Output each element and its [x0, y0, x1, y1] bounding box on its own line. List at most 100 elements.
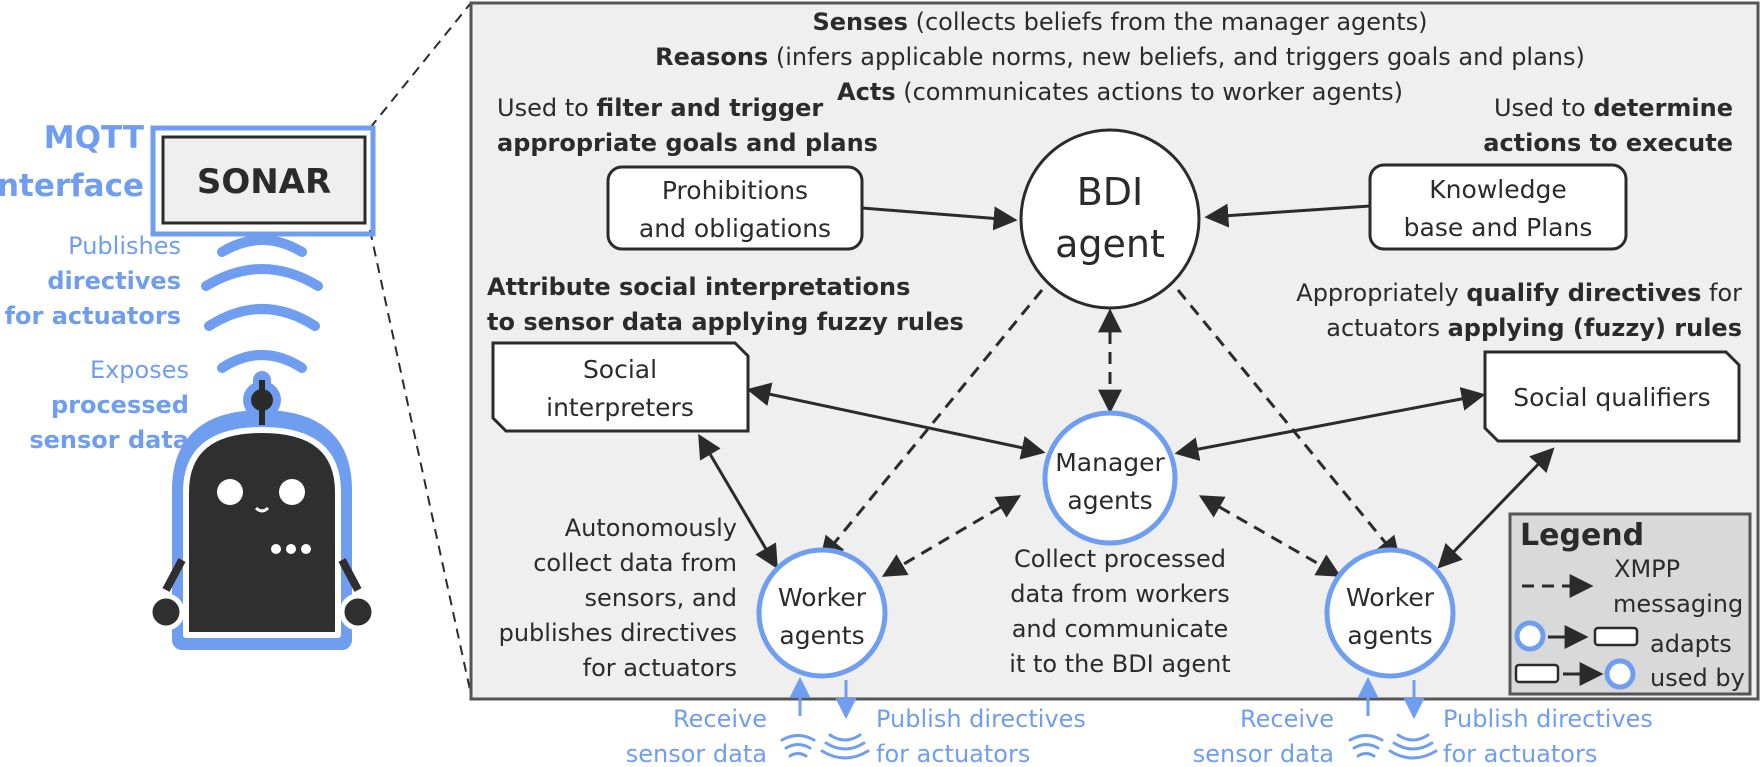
node-worker-agents-right: Worker agents: [1324, 547, 1456, 679]
svg-text:Worker: Worker: [1346, 583, 1435, 612]
node-prohibitions: Prohibitions and obligations: [606, 165, 864, 251]
svg-text:agents: agents: [779, 621, 864, 650]
node-social-interpreters: Social interpreters: [491, 341, 750, 433]
svg-text:and obligations: and obligations: [639, 214, 831, 243]
legend-adapts: adapts: [1650, 630, 1732, 658]
svg-text:agents: agents: [1347, 621, 1432, 650]
svg-text:Collect processed: Collect processed: [1014, 545, 1226, 573]
header-senses-desc: (collects beliefs from the manager agent…: [908, 8, 1428, 36]
legend-xmpp: XMPP: [1614, 555, 1680, 583]
note-qualify: Appropriately qualify directives for act…: [1296, 279, 1742, 342]
svg-text:Social: Social: [583, 355, 657, 384]
edge-qualifiers-worker-right: [1437, 447, 1555, 569]
edge-bdi-worker-left: [819, 289, 1044, 561]
svg-text:actions to execute: actions to execute: [1483, 129, 1733, 157]
edge-knowledge-bdi: [1204, 203, 1371, 228]
edge-interpreters-worker-left: [698, 433, 778, 570]
header-acts-desc: (communicates actions to worker agents): [896, 78, 1403, 106]
svg-text:Autonomously: Autonomously: [565, 514, 737, 542]
zoom-lines: [369, 3, 471, 691]
exposes-label: Exposes processed sensor data: [29, 356, 189, 454]
note-filter: Used to filter and trigger appropriate g…: [497, 94, 878, 157]
svg-text:interpreters: interpreters: [546, 393, 694, 422]
sonar-box: [161, 135, 367, 225]
header-reasons-desc: (infers applicable norms, new beliefs, a…: [768, 43, 1585, 71]
svg-text:Publishes: Publishes: [68, 232, 181, 260]
receive-label: Receive: [673, 705, 767, 733]
svg-text:Reasons (infers applicable nor: Reasons (infers applicable norms, new be…: [655, 43, 1585, 71]
svg-text:directives: directives: [47, 267, 181, 295]
svg-text:Social qualifiers: Social qualifiers: [1513, 383, 1710, 412]
header-text: Senses (collects beliefs from the manage…: [655, 8, 1585, 106]
node-knowledge: Knowledge base and Plans: [1368, 163, 1628, 251]
edge-manager-worker-left: [881, 495, 1022, 577]
edges-dashed: [819, 289, 1401, 577]
publish-label-2: for actuators: [876, 740, 1030, 767]
publish-label: Publish directives: [1443, 705, 1653, 733]
receive-label: Receive: [1240, 705, 1334, 733]
svg-text:actuators applying (fuzzy) rul: actuators applying (fuzzy) rules: [1326, 314, 1742, 342]
receive-label-2: sensor data: [1193, 740, 1334, 767]
node-worker-agents-left: Worker agents: [756, 547, 888, 679]
publish-label-2: for actuators: [1443, 740, 1597, 767]
svg-text:for actuators: for actuators: [5, 302, 181, 330]
publish-label: Publish directives: [876, 705, 1086, 733]
svg-text:for actuators: for actuators: [583, 654, 737, 682]
edge-prohibitions-bdi: [861, 206, 1018, 231]
svg-text:sensor data: sensor data: [29, 426, 189, 454]
svg-text:Acts (communicates actions to: Acts (communicates actions to worker age…: [837, 78, 1403, 106]
wireless-signal-icon: [780, 733, 870, 760]
io-left: Receive sensor data Publish directives f…: [626, 676, 1086, 767]
header-acts: Acts: [837, 78, 896, 106]
note-attribute: Attribute social interpretations to sens…: [487, 273, 964, 336]
receive-label-2: sensor data: [626, 740, 767, 767]
svg-text:Appropriately qualify directiv: Appropriately qualify directives for: [1296, 279, 1742, 307]
edges-solid: [698, 203, 1555, 570]
mqtt-interface-label: MQTT interface: [0, 120, 144, 204]
svg-text:and communicate: and communicate: [1012, 615, 1229, 643]
svg-text:sensors, and: sensors, and: [585, 584, 737, 612]
svg-text:BDI: BDI: [1077, 170, 1144, 214]
svg-text:interface: interface: [0, 168, 144, 204]
svg-text:appropriate goals and plans: appropriate goals and plans: [497, 129, 878, 157]
node-manager-agents: Manager agents: [1042, 410, 1178, 546]
svg-text:Used to filter and trigger: Used to filter and trigger: [497, 94, 823, 122]
edge-manager-worker-right: [1198, 495, 1342, 577]
svg-text:Manager: Manager: [1055, 448, 1165, 477]
header-senses: Senses: [812, 8, 908, 36]
edge-qualifiers-manager: [1174, 387, 1486, 461]
svg-text:collect data from: collect data from: [533, 549, 737, 577]
wireless-signal-icon: [1348, 733, 1438, 760]
svg-text:publishes directives: publishes directives: [499, 619, 737, 647]
sonar-title: SONAR: [197, 162, 331, 202]
svg-text:Prohibitions: Prohibitions: [662, 176, 808, 205]
svg-text:agents: agents: [1067, 486, 1152, 515]
io-right: Receive sensor data Publish directives f…: [1193, 676, 1653, 767]
svg-text:MQTT: MQTT: [44, 120, 144, 156]
svg-text:Worker: Worker: [778, 583, 867, 612]
svg-text:data from workers: data from workers: [1010, 580, 1230, 608]
legend-used-by: used by: [1650, 664, 1745, 692]
svg-text:Attribute social interpretatio: Attribute social interpretations: [487, 273, 910, 301]
svg-text:Senses (collects beliefs from: Senses (collects beliefs from the manage…: [812, 8, 1427, 36]
svg-text:Knowledge: Knowledge: [1429, 175, 1566, 204]
svg-text:it to the BDI agent: it to the BDI agent: [1009, 650, 1230, 678]
legend-messaging: messaging: [1613, 590, 1743, 618]
header-reasons: Reasons: [655, 43, 768, 71]
note-collect: Collect processed data from workers and …: [1009, 545, 1230, 678]
wireless-signal-icon: [201, 235, 323, 373]
robot-icon: [147, 371, 377, 650]
edge-interpreters-manager: [746, 382, 1046, 460]
svg-text:processed: processed: [51, 391, 189, 419]
node-bdi-agent: BDI agent: [1019, 128, 1201, 310]
publishes-label: Publishes directives for actuators: [5, 232, 181, 330]
legend: Legend XMPP messaging adapts used by: [1508, 512, 1752, 696]
svg-text:agent: agent: [1055, 222, 1165, 266]
note-determine: Used to determine actions to execute: [1483, 94, 1733, 157]
edge-bdi-worker-right: [1176, 289, 1401, 561]
legend-title: Legend: [1520, 518, 1644, 553]
svg-text:Exposes: Exposes: [90, 356, 189, 384]
node-social-qualifiers: Social qualifiers: [1483, 350, 1741, 443]
svg-text:base and Plans: base and Plans: [1404, 213, 1593, 242]
